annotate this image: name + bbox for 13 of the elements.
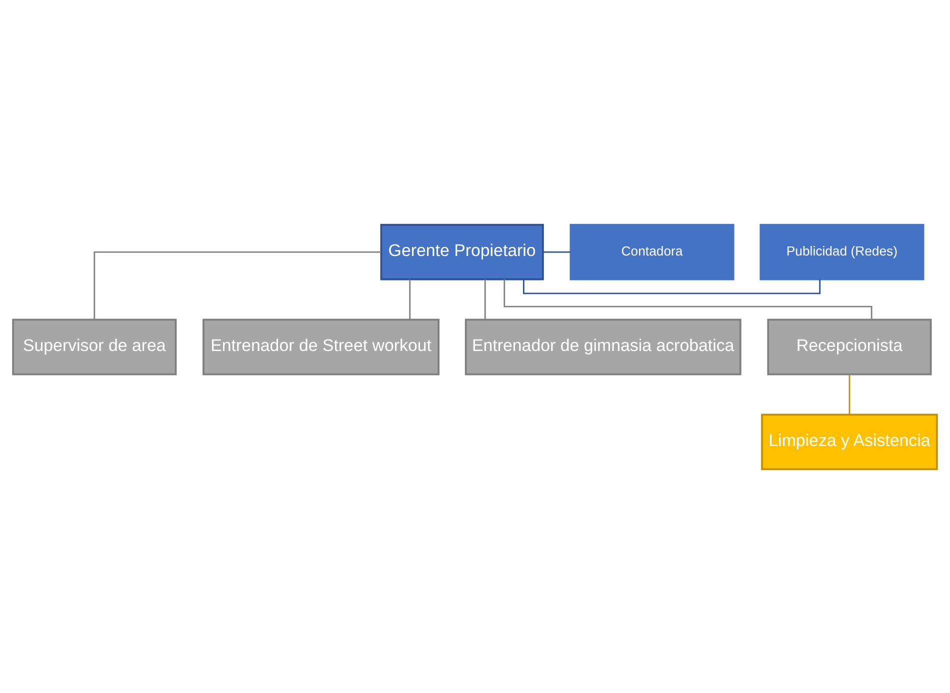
node-box: Entrenador de gimnasia acrobatica (464, 318, 742, 375)
node-box: Limpieza y Asistencia (761, 413, 938, 470)
connector (484, 279, 486, 320)
connector (94, 250, 381, 320)
connector (409, 279, 411, 320)
node-box: Contadora (570, 223, 734, 280)
node-box: Recepcionista (767, 318, 932, 375)
node-box: Gerente Propietario (380, 223, 544, 280)
node-box: Publicidad (Redes) (760, 223, 924, 280)
node-box: Entrenador de Street workout (202, 318, 440, 375)
connector (543, 250, 571, 252)
connector (848, 374, 850, 414)
node-box: Supervisor de area (12, 318, 177, 375)
